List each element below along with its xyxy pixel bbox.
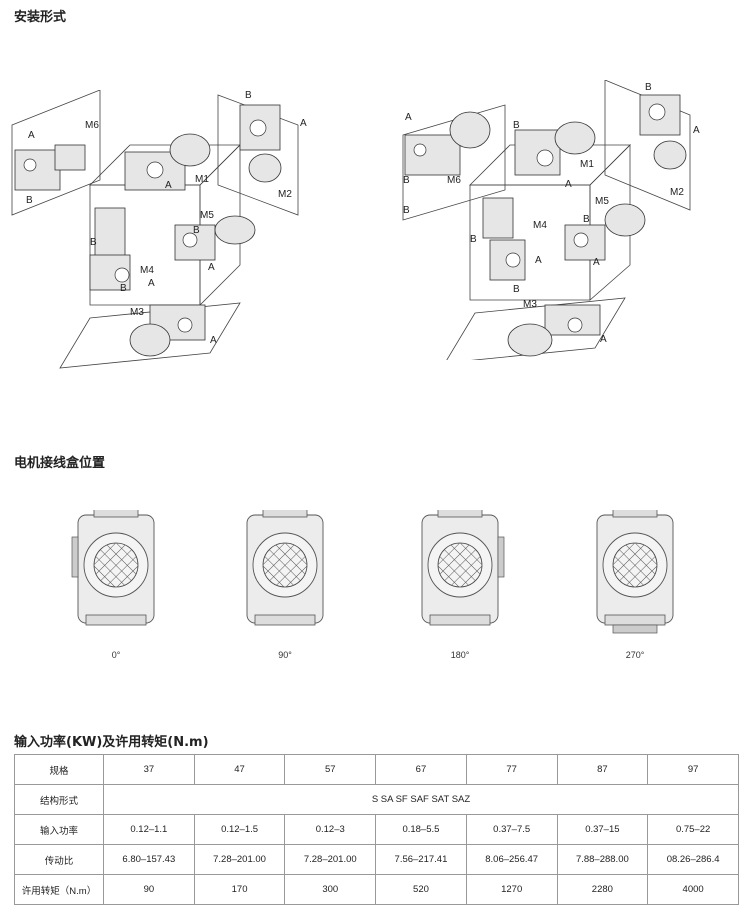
mounting-label: B [513, 120, 520, 131]
size-57: 57 [284, 754, 377, 785]
mounting-label: M6 [447, 175, 461, 186]
table-cell: 170 [193, 874, 286, 905]
angle-90: 90° [278, 650, 292, 660]
terminal-box-views [71, 510, 674, 634]
size-47: 47 [193, 754, 286, 785]
table-cell: 2280 [556, 874, 649, 905]
table-cell: 90 [103, 874, 195, 905]
view-270 [596, 510, 674, 634]
mounting-label: B [645, 82, 652, 93]
table-cell: 0.18–5.5 [375, 814, 467, 845]
table-cell: 4000 [647, 874, 739, 905]
structure-value: S SA SF SAF SAT SAZ [103, 784, 739, 815]
row-label-torque: 许用转矩（N.m） [14, 874, 104, 905]
mounting-label: B [90, 237, 97, 248]
table-cell: 0.75–22 [647, 814, 739, 845]
label-b: B [26, 195, 33, 206]
table-cell: 0.12–1.1 [103, 814, 195, 845]
mounting-label: M5 [200, 210, 214, 221]
mounting-label: A [148, 278, 155, 289]
view-0 [71, 510, 155, 626]
mounting-label: A [208, 262, 215, 273]
row-label-ratio: 传动比 [14, 844, 104, 875]
table-header-row: 规格 37 47 57 67 77 87 97 [14, 754, 739, 785]
table-row: 传动比 6.80–157.43 7.28–201.00 7.28–201.00 … [14, 844, 739, 875]
mounting-label: A [600, 334, 607, 345]
table-cell: 520 [375, 874, 467, 905]
table-cell: 08.26–286.4 [647, 844, 739, 875]
mounting-label: A [210, 335, 217, 346]
table-cell: 7.28–201.00 [193, 844, 286, 875]
mounting-label: M4 [533, 220, 547, 231]
structure-label: 结构形式 [14, 784, 104, 815]
table-cell: 0.12–3 [284, 814, 377, 845]
mounting-label: A [405, 112, 412, 123]
mounting-label: B [403, 175, 410, 186]
label-a: A [28, 130, 35, 141]
mounting-label: B [120, 283, 127, 294]
mounting-label: A [300, 118, 307, 129]
size-97: 97 [647, 754, 739, 785]
mounting-label: M2 [670, 187, 684, 198]
size-67: 67 [375, 754, 467, 785]
table-row: 许用转矩（N.m） 90 170 300 520 1270 2280 4000 [14, 874, 739, 905]
mounting-label: A [593, 257, 600, 268]
table-cell: 0.12–1.5 [193, 814, 286, 845]
table-cell: 7.88–288.00 [556, 844, 649, 875]
row-label-power: 输入功率 [14, 814, 104, 845]
table-cell: 300 [284, 874, 377, 905]
mounting-label: M3 [523, 299, 537, 310]
table-cell: 0.37–15 [556, 814, 649, 845]
mounting-label: B [470, 234, 477, 245]
size-77: 77 [465, 754, 558, 785]
table-cell: 7.56–217.41 [375, 844, 467, 875]
mounting-label: A [693, 125, 700, 136]
section-title-power-torque: 输入功率(KW)及许用转矩(N.m) [14, 735, 209, 750]
mounting-label: M4 [140, 265, 154, 276]
mounting-label: M5 [595, 196, 609, 207]
mounting-label: B [245, 90, 252, 101]
mounting-label: M1 [580, 159, 594, 170]
mounting-label: B [403, 205, 410, 216]
spec-table: 规格 37 47 57 67 77 87 97 结构形式 S SA SF SAF… [14, 754, 739, 905]
table-row: 输入功率 0.12–1.1 0.12–1.5 0.12–3 0.18–5.5 0… [14, 814, 739, 845]
table-row: 结构形式 S SA SF SAF SAT SAZ [14, 784, 739, 815]
mounting-label: B [513, 284, 520, 295]
mounting-label: B [583, 214, 590, 225]
mounting-label: M2 [278, 189, 292, 200]
mounting-label: B [193, 225, 200, 236]
table-cell: 6.80–157.43 [103, 844, 195, 875]
mounting-label: A [165, 180, 172, 191]
table-cell: 7.28–201.00 [284, 844, 377, 875]
mounting-diagram-left: M6 A B M1 A B A M2 M5 B A B M4 A M3 B A [11, 90, 307, 369]
size-37: 37 [103, 754, 195, 785]
view-180 [421, 510, 505, 626]
section-title-terminal-box: 电机接线盒位置 [14, 456, 106, 471]
table-cell: 0.37–7.5 [465, 814, 558, 845]
table-cell: 8.06–256.47 [465, 844, 558, 875]
mounting-label: A [535, 255, 542, 266]
size-87: 87 [556, 754, 649, 785]
mounting-label: M1 [195, 174, 209, 185]
mounting-diagram-right: A B M6 B B A M1 B A M2 M5 B A B M4 A M3 … [402, 80, 700, 360]
header-label: 规格 [14, 754, 104, 785]
view-90 [246, 510, 324, 626]
mounting-label: M3 [130, 307, 144, 318]
label-m6: M6 [85, 120, 99, 131]
angle-0: 0° [111, 650, 121, 660]
mounting-label: A [565, 179, 572, 190]
section-title-mounting: 安装形式 [14, 10, 67, 25]
angle-270: 270° [625, 650, 645, 660]
angle-180: 180° [450, 650, 470, 660]
table-cell: 1270 [465, 874, 558, 905]
